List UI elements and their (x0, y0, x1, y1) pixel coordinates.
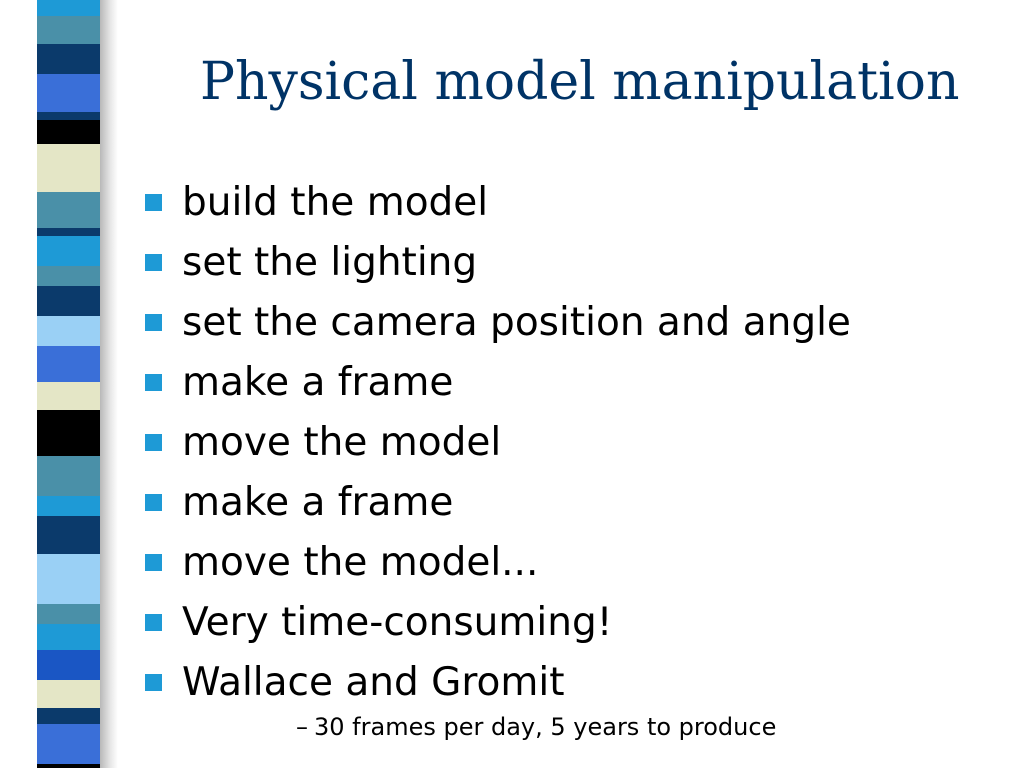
bullet-text: Very time-consuming! (182, 599, 613, 645)
bullet-text: make a frame (182, 359, 454, 405)
bullet-item: make a frame (145, 472, 1005, 532)
bullet-text: move the model... (182, 539, 539, 585)
bullet-square-icon (145, 613, 162, 631)
bullet-text: build the model (182, 179, 489, 225)
stripe-band (37, 120, 100, 144)
sub-bullet: –30 frames per day, 5 years to produce (296, 710, 776, 744)
bullet-square-icon (145, 493, 162, 511)
stripe-band (37, 650, 100, 680)
bullet-text: Wallace and Gromit (182, 659, 565, 705)
stripe-band (37, 16, 100, 44)
bullet-item: build the model (145, 172, 1005, 232)
bullet-text: set the camera position and angle (182, 299, 851, 345)
stripe-band (37, 346, 100, 382)
bullet-item: make a frame (145, 352, 1005, 412)
stripe-band (37, 764, 100, 768)
sub-bullet-text: 30 frames per day, 5 years to produce (314, 713, 777, 741)
stripe-band (37, 410, 100, 456)
bullet-square-icon (145, 253, 162, 271)
bullet-text: make a frame (182, 479, 454, 525)
bullet-item: Very time-consuming! (145, 592, 1005, 652)
stripe-band (37, 456, 100, 496)
stripe-band (37, 286, 100, 316)
stripe-band (37, 708, 100, 724)
sub-bullet-dash: – (296, 713, 308, 741)
stripe-band (37, 74, 100, 112)
stripe-band (37, 266, 100, 286)
decorative-stripe (37, 0, 100, 768)
bullet-square-icon (145, 193, 162, 211)
bullet-item: Wallace and Gromit (145, 652, 1005, 712)
bullet-text: set the lighting (182, 239, 478, 285)
stripe-band (37, 144, 100, 192)
bullet-square-icon (145, 433, 162, 451)
stripe-shadow (100, 0, 118, 768)
bullet-item: move the model (145, 412, 1005, 472)
stripe-band (37, 516, 100, 554)
stripe-band (37, 624, 100, 650)
stripe-band (37, 604, 100, 624)
bullet-item: set the lighting (145, 232, 1005, 292)
slide-title: Physical model manipulation (200, 52, 960, 112)
stripe-band (37, 0, 100, 16)
stripe-band (37, 724, 100, 764)
bullet-text: move the model (182, 419, 502, 465)
bullet-square-icon (145, 553, 162, 571)
bullet-square-icon (145, 373, 162, 391)
stripe-band (37, 680, 100, 708)
bullet-square-icon (145, 313, 162, 331)
stripe-band (37, 236, 100, 266)
stripe-band (37, 496, 100, 516)
stripe-band (37, 192, 100, 228)
stripe-band (37, 228, 100, 236)
stripe-band (37, 316, 100, 346)
stripe-band (37, 382, 100, 410)
bullet-item: move the model... (145, 532, 1005, 592)
bullet-square-icon (145, 673, 162, 691)
stripe-band (37, 554, 100, 604)
bullet-list: build the model set the lighting set the… (145, 172, 1005, 712)
stripe-band (37, 112, 100, 120)
bullet-item: set the camera position and angle (145, 292, 1005, 352)
stripe-band (37, 44, 100, 74)
